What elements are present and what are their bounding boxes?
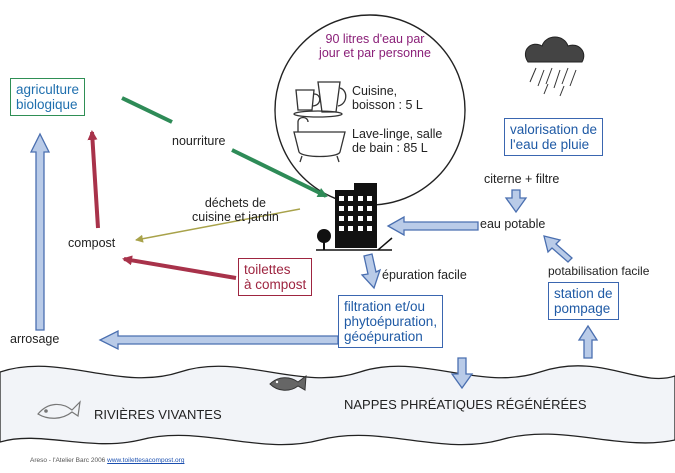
arrow-dechets-to-compost — [135, 208, 301, 243]
toilettes-compost-box: toilettes à compost — [238, 258, 313, 296]
arrow-filtration-to-nappes — [450, 357, 474, 390]
credit-text: Areso - l'Atelier Barc 2006 — [30, 457, 106, 464]
building-icon — [316, 183, 393, 251]
arrosage-label: arrosage — [10, 332, 60, 346]
lave-linge-label: Lave-linge, salle de bain : 85 L — [352, 127, 443, 155]
nourriture-label: nourriture — [172, 134, 226, 148]
agriculture-biologique-box: agriculture biologique — [10, 78, 86, 116]
fish-icon-right — [269, 374, 307, 391]
potabilisation-facile-label: potabilisation facile — [548, 264, 650, 278]
bathtub-icon — [293, 116, 346, 163]
epuration-facile-label: épuration facile — [382, 268, 467, 282]
credit-line: Areso - l'Atelier Barc 2006 www.toilette… — [30, 457, 184, 464]
arrow-compost-to-agriculture — [87, 130, 100, 229]
cuisine-label: Cuisine, boisson : 5 L — [352, 84, 423, 112]
arrow-nourriture-to-building — [231, 148, 328, 198]
rivieres-vivantes-label: RIVIÈRES VIVANTES — [94, 407, 222, 422]
dechets-label: déchets de cuisine et jardin — [192, 196, 279, 224]
arrow-nappes-to-station — [577, 324, 599, 359]
credit-link[interactable]: www.toilettesacompost.org — [107, 457, 185, 464]
arrow-citerne-to-eau-potable — [504, 189, 528, 214]
rain-cloud-icon — [524, 36, 585, 97]
arrow-toilettes-to-compost — [122, 255, 237, 280]
cup-and-jug-icon — [293, 81, 347, 118]
filtration-box: filtration et/ou phytoépuration, géoépur… — [338, 295, 444, 348]
valorisation-eau-pluie-box: valorisation de l'eau de pluie — [504, 118, 604, 156]
fish-icon-left — [37, 400, 81, 419]
compost-label: compost — [68, 236, 116, 250]
usage-title: 90 litres d'eau par jour et par personne — [319, 32, 431, 60]
station-pompage-box: station de pompage — [548, 282, 619, 320]
arrow-eau-potable-to-building — [386, 215, 479, 237]
citerne-filtre-label: citerne + filtre — [484, 172, 560, 186]
arrow-building-to-epuration — [360, 253, 382, 290]
arrow-potabilisation-to-eau-potable — [543, 235, 573, 263]
nappes-phreatiques-label: NAPPES PHRÉATIQUES RÉGÉNÉRÉES — [344, 397, 587, 412]
arrow-arrosage-to-agriculture — [29, 132, 51, 331]
eau-potable-label: eau potable — [480, 217, 546, 231]
arrow-agriculture-to-nourriture — [121, 96, 173, 124]
arrow-filtration-to-arrosage — [98, 329, 339, 351]
